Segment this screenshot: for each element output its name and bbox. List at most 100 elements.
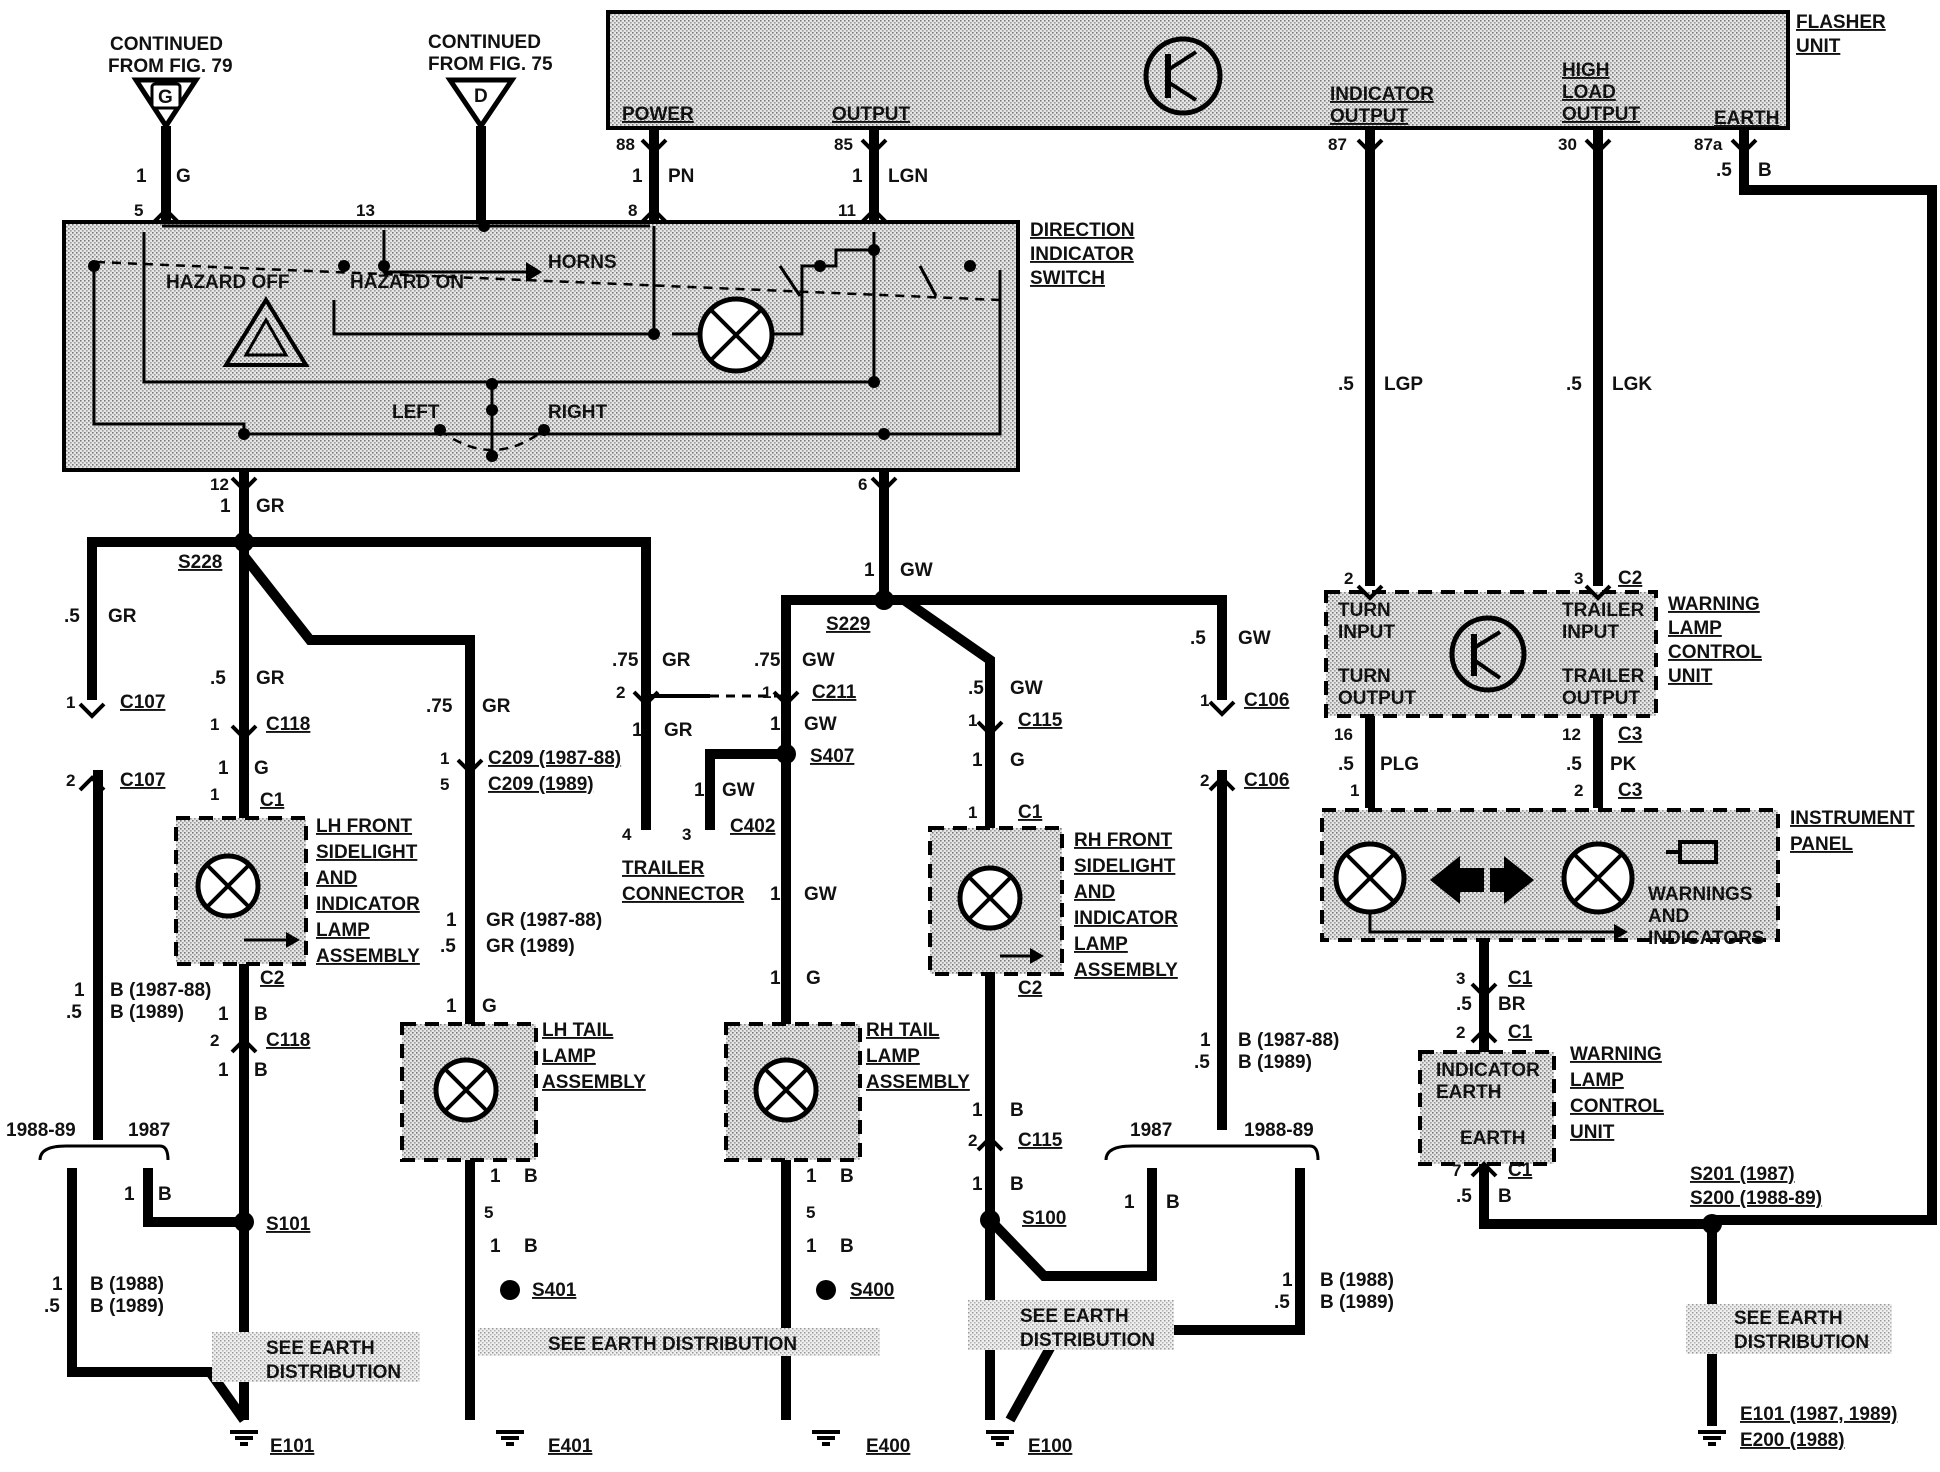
earth-e400: E400 (866, 1436, 910, 1457)
splice-s101: S101 (266, 1214, 311, 1235)
wlcu-title-1: WARNING (1668, 594, 1760, 615)
w-gr-89-size: .5 (440, 936, 456, 957)
continued-d-letter: D (474, 86, 488, 107)
switch-pin-13: 13 (356, 201, 375, 220)
earth-e401: E401 (548, 1436, 593, 1457)
hazard-off-label: HAZARD OFF (166, 272, 289, 293)
pin-ie-2: 2 (1456, 1023, 1465, 1042)
lh-tail-line3: ASSEMBLY (542, 1072, 646, 1093)
lh-tail-lamp-assembly: LH TAIL LAMP ASSEMBLY (400, 1020, 646, 1162)
w-b-flasher-col: B (1758, 160, 1772, 181)
rh-front-line6: ASSEMBLY (1074, 960, 1178, 981)
lh-front-line2: SIDELIGHT (316, 842, 418, 863)
see-earth-1b: DISTRIBUTION (266, 1362, 401, 1383)
w-b-rh-tail-b-col: B (840, 1236, 854, 1257)
trailer-connector: TRAILER CONNECTOR (622, 858, 744, 905)
w-lgk-size: .5 (1566, 374, 1582, 395)
w-b-c107-8788-size: 1 (74, 980, 85, 1001)
wlcu2-title-2: LAMP (1570, 1070, 1624, 1091)
w-b-e101-88-size: 1 (52, 1274, 63, 1295)
wlcu-trailer-input-2: INPUT (1562, 622, 1619, 643)
lh-front-line6: ASSEMBLY (316, 946, 420, 967)
pin-c1-lh: 1 (210, 785, 219, 804)
pin-wl-12: 12 (1562, 725, 1581, 744)
continued-d-line1: CONTINUED (428, 32, 541, 53)
conn-c211: C211 (812, 682, 857, 703)
wlcu-turn-input-2: INPUT (1338, 622, 1395, 643)
w-b-rh-tail-a-col: B (840, 1166, 854, 1187)
w-g-c118-size: 1 (218, 758, 229, 779)
w-gr-8788-col: GR (1987-88) (486, 910, 602, 931)
w-b-c115-a-size: 1 (972, 1100, 983, 1121)
lh-tail-line1: LH TAIL (542, 1020, 614, 1041)
w-gw-c402-col: GW (722, 780, 755, 801)
pin-ip-1: 1 (1350, 781, 1359, 800)
w-gr-89-col: GR (1989) (486, 936, 575, 957)
w-gr-trailer-col: GR (662, 650, 691, 671)
w-plg-size: .5 (1338, 754, 1354, 775)
w-gw-c115-col: GW (1010, 678, 1043, 699)
see-earth-4b: DISTRIBUTION (1734, 1332, 1869, 1353)
conn-c1-lh: C1 (260, 790, 285, 811)
earth-distribution-notes: SEE EARTH DISTRIBUTION SEE EARTH DISTRIB… (212, 1300, 1892, 1383)
pin-c115-2: 2 (968, 1131, 977, 1150)
conn-c2-rh: C2 (1018, 978, 1042, 999)
w-b-lh-tail-a-col: B (524, 1166, 538, 1187)
w-b-lh-tail-b-col: B (524, 1236, 538, 1257)
w-lgp-col: LGP (1384, 374, 1423, 395)
flasher-title-2: UNIT (1796, 36, 1841, 57)
connector-chevrons (78, 138, 1758, 1178)
wlcu-trailer-output-2: OUTPUT (1562, 688, 1641, 709)
w-gw-main-col: GW (900, 560, 933, 581)
w-lgn-size: 1 (852, 166, 863, 187)
conn-c1-ie: C1 (1508, 1022, 1533, 1043)
pin-c107-2: 2 (66, 771, 75, 790)
earth-points: E101 E401 E400 E100 E101 (1987, 1989) E2… (228, 1404, 1897, 1457)
wlcu-turn-output-1: TURN (1338, 666, 1391, 687)
flasher-output-label: OUTPUT (832, 104, 911, 125)
pin-rh-tail-5: 5 (806, 1203, 815, 1222)
w-b-c115-b-col: B (1010, 1174, 1024, 1195)
rh-tail-lamp-assembly: RH TAIL LAMP ASSEMBLY (724, 1020, 970, 1162)
continued-g-letter: G (158, 87, 173, 108)
w-b-c107-89-size: .5 (66, 1002, 82, 1023)
w-gw-c115-size: .5 (968, 678, 984, 699)
w-gw-c211-size: .75 (754, 650, 781, 671)
see-earth-4a: SEE EARTH (1734, 1308, 1843, 1329)
left-label: LEFT (392, 402, 440, 423)
instrument-panel: WARNINGS AND INDICATORS INSTRUMENT PANEL (1320, 808, 1915, 949)
w-gw-s407-size: 1 (770, 884, 781, 905)
rh-front-line3: AND (1074, 882, 1115, 903)
instrument-title-1: INSTRUMENT (1790, 808, 1915, 829)
w-b-c118-col: B (254, 1004, 268, 1025)
wlcu-turn-output-2: OUTPUT (1338, 688, 1417, 709)
w-b-c106-89-size: .5 (1194, 1052, 1210, 1073)
w-g-lh-tail-col: G (482, 996, 497, 1017)
right-label: RIGHT (548, 402, 608, 423)
splice-s229: S229 (826, 614, 870, 635)
instrument-title-2: PANEL (1790, 834, 1853, 855)
rh-tail-line2: LAMP (866, 1046, 920, 1067)
w-gw-c211-col: GW (802, 650, 835, 671)
w-b-rh-tail-b-size: 1 (806, 1236, 817, 1257)
pin-87a: 87a (1694, 135, 1723, 154)
w-g-col: G (176, 166, 191, 187)
pin-88: 88 (616, 135, 635, 154)
flasher-power-label: POWER (622, 104, 694, 125)
year-left-b: 1987 (128, 1120, 170, 1141)
w-br-size: .5 (1456, 994, 1472, 1015)
wlcu2-title-4: UNIT (1570, 1122, 1615, 1143)
lh-front-line5: LAMP (316, 920, 370, 941)
w-pk-size: .5 (1566, 754, 1582, 775)
w-lgp-size: .5 (1338, 374, 1354, 395)
warnings-line2: AND (1648, 906, 1689, 927)
w-g-lh-tail-size: 1 (446, 996, 457, 1017)
w-b-c118b-size: 1 (218, 1060, 229, 1081)
splice-s228: S228 (178, 552, 222, 573)
w-b-e101-89-col: B (1989) (90, 1296, 164, 1317)
w-b-c115-b-size: 1 (972, 1174, 983, 1195)
switch-pin-8: 8 (628, 201, 637, 220)
w-b-lh-tail-a-size: 1 (490, 1166, 501, 1187)
lh-tail-line2: LAMP (542, 1046, 596, 1067)
w-gw-c211b-size: 1 (770, 714, 781, 735)
